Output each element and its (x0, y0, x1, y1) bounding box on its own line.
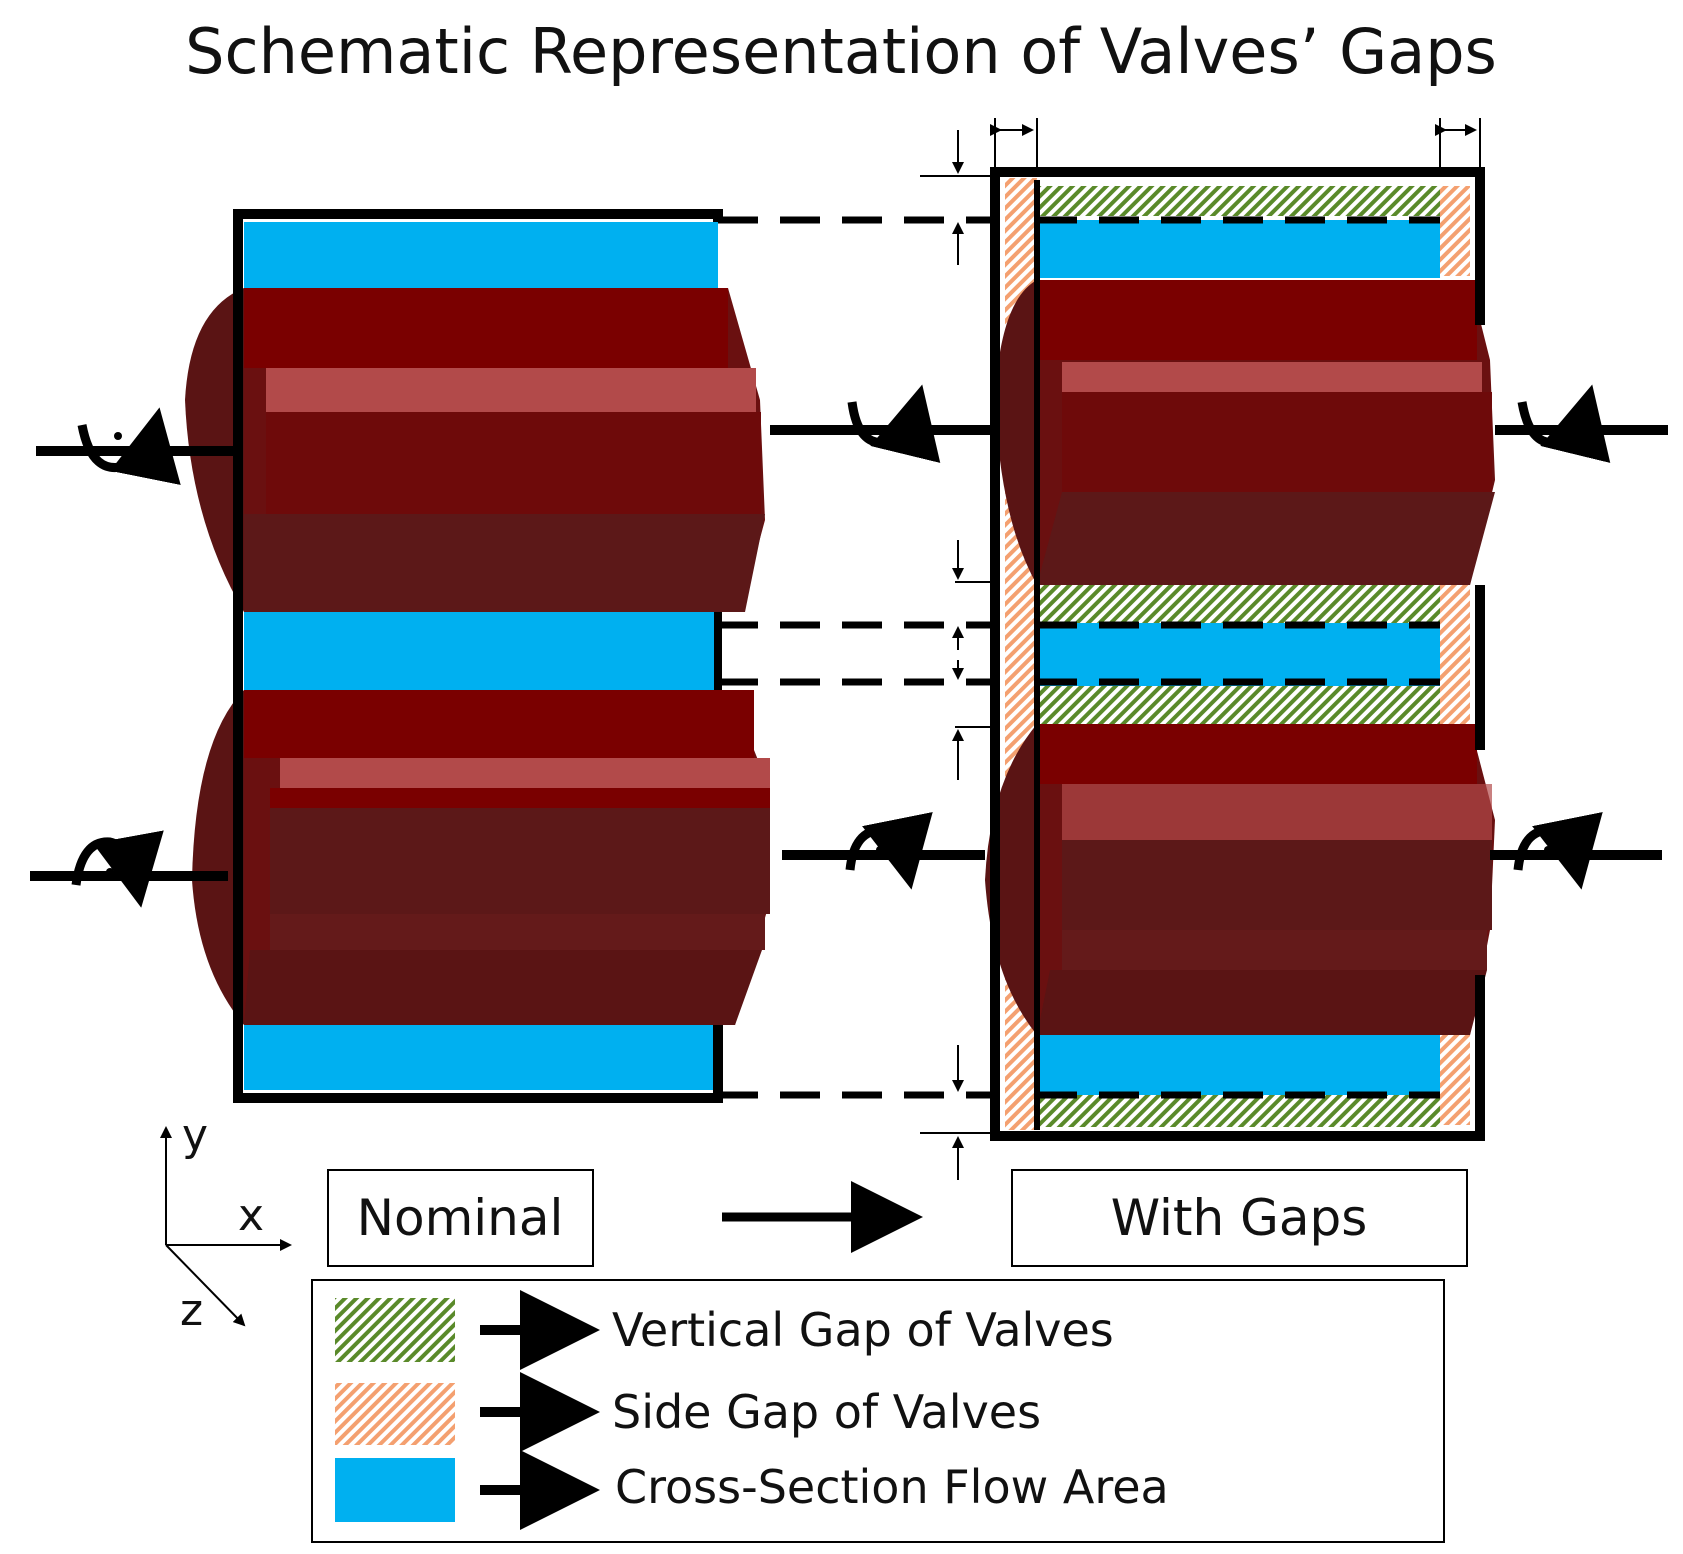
gaps-flow-area-top (1037, 220, 1440, 278)
legend-label-flow-area: Cross-Section Flow Area (615, 1460, 1169, 1514)
nominal-flow-area-top (244, 222, 718, 288)
legend: Vertical Gap of Valves Side Gap of Valve… (311, 1279, 1445, 1543)
nominal-valve-bottom (192, 690, 770, 1025)
vertical-gap-middle-upper (1037, 585, 1440, 623)
vertical-gap-bottom (1037, 1095, 1440, 1127)
vertical-gap-middle-lower (1037, 686, 1440, 724)
connector-rotation-top (770, 384, 1000, 463)
legend-swatch-vertical-gap (335, 1298, 455, 1362)
nominal-rotation-bottom (30, 830, 228, 908)
guide-lines (718, 216, 1000, 1099)
gaps-assembly (985, 167, 1495, 1141)
nominal-label-box (327, 1169, 594, 1267)
legend-swatch-side-gap (335, 1383, 455, 1445)
gaps-rotation-bottom (1490, 811, 1662, 890)
legend-swatch-flow-area (335, 1458, 455, 1522)
side-gap-right-bottom (1440, 1035, 1470, 1125)
nominal-valve-top (185, 288, 765, 612)
connector-rotation-bottom (782, 811, 985, 890)
side-gap-right-middle (1440, 585, 1470, 725)
page-title: Schematic Representation of Valves’ Gaps (185, 15, 1497, 88)
axis-y-label: y (182, 1110, 208, 1161)
nominal-rotation-top (36, 407, 238, 486)
axis-z-label: z (180, 1285, 203, 1336)
nominal-flow-area-bottom (244, 1025, 718, 1090)
with-gaps-label: With Gaps (1111, 1189, 1368, 1247)
vertical-gap-top (1037, 186, 1440, 216)
gaps-valve-top (995, 280, 1495, 585)
nominal-flow-area-middle (244, 612, 718, 690)
coordinate-axes: y x z (160, 1110, 292, 1336)
nominal-assembly (185, 209, 770, 1103)
nominal-label: Nominal (357, 1189, 564, 1247)
gaps-flow-area-middle (1037, 623, 1440, 686)
legend-label-side-gap: Side Gap of Valves (612, 1385, 1041, 1439)
gaps-valve-bottom (985, 724, 1495, 1035)
with-gaps-label-box (1011, 1169, 1468, 1267)
side-gap-right-top (1440, 186, 1470, 276)
gaps-rotation-top (1495, 384, 1668, 463)
legend-label-vertical-gap: Vertical Gap of Valves (612, 1303, 1114, 1357)
gap-dimension-markers (920, 118, 1481, 1180)
axis-x-label: x (238, 1190, 264, 1241)
gaps-flow-area-bottom (1037, 1035, 1440, 1095)
